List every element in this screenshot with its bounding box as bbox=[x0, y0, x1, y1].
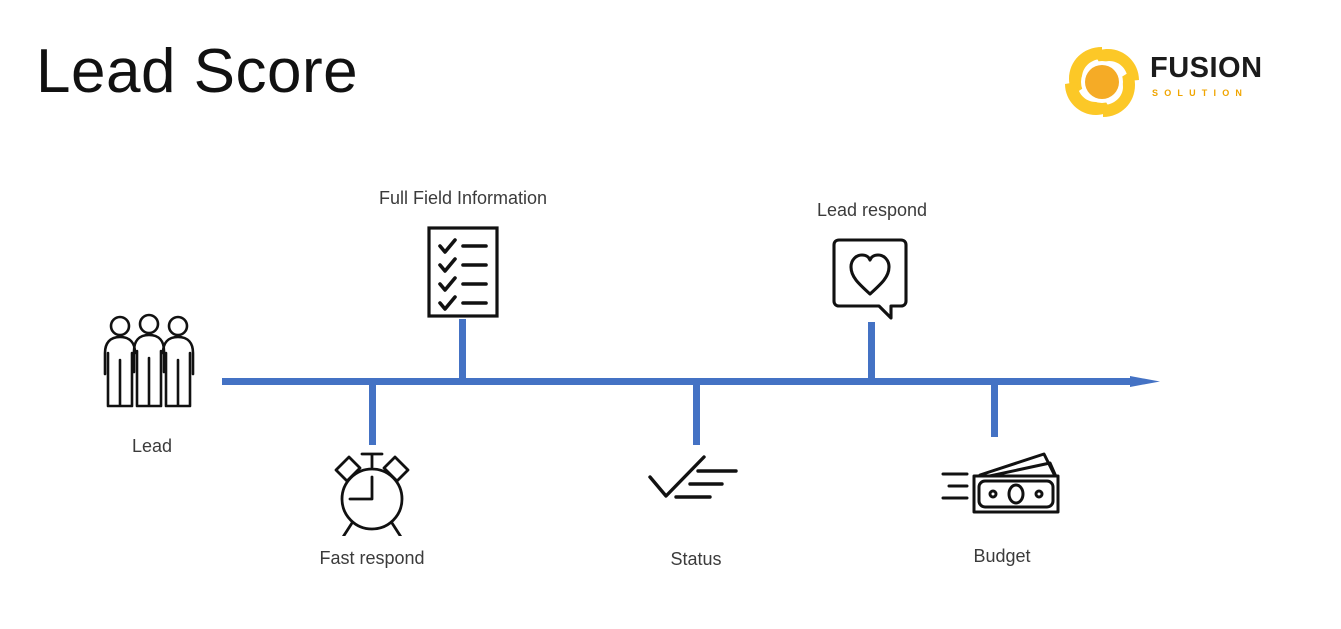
milestone-fast-respond[interactable]: Fast respond bbox=[272, 450, 472, 575]
milestone-label-lead: Lead bbox=[131, 436, 173, 456]
three-people-icon bbox=[97, 310, 207, 425]
milestone-budget[interactable]: Budget bbox=[902, 452, 1102, 577]
page-title: Lead Score bbox=[36, 37, 359, 106]
stem-full-field-information bbox=[459, 319, 466, 382]
milestone-lead-respond[interactable]: Lead respond bbox=[772, 200, 972, 330]
milestone-status[interactable]: Status bbox=[596, 455, 796, 575]
stem-fast-respond bbox=[369, 381, 376, 445]
logo-primary-text: FUSION bbox=[1150, 52, 1263, 84]
banknotes-icon bbox=[941, 452, 1063, 531]
milestone-label-budget: Budget bbox=[973, 546, 1031, 566]
timeline-axis bbox=[222, 376, 1162, 398]
logo-secondary-text: SOLUTION bbox=[1152, 88, 1249, 98]
logo-wordmark: FUSION SOLUTION bbox=[1150, 54, 1286, 98]
milestone-full-field-information[interactable]: Full Field Information bbox=[363, 188, 563, 323]
speech-bubble-heart-icon bbox=[829, 236, 915, 325]
fusion-swirl-icon bbox=[1062, 44, 1142, 120]
milestone-label-fast-respond: Fast respond bbox=[319, 548, 425, 568]
milestone-lead[interactable]: Lead bbox=[52, 310, 252, 470]
stem-status bbox=[693, 381, 700, 445]
checklist-document-icon bbox=[427, 226, 499, 323]
checkmark-lines-icon bbox=[648, 455, 744, 516]
milestone-label-full-field-information: Full Field Information bbox=[378, 188, 548, 208]
milestone-label-lead-respond: Lead respond bbox=[816, 200, 928, 220]
milestone-label-status: Status bbox=[670, 549, 722, 569]
alarm-clock-icon bbox=[324, 450, 420, 541]
brand-logo: FUSION SOLUTION bbox=[1062, 44, 1284, 120]
stem-lead-respond bbox=[868, 322, 875, 382]
stem-budget bbox=[991, 381, 998, 437]
